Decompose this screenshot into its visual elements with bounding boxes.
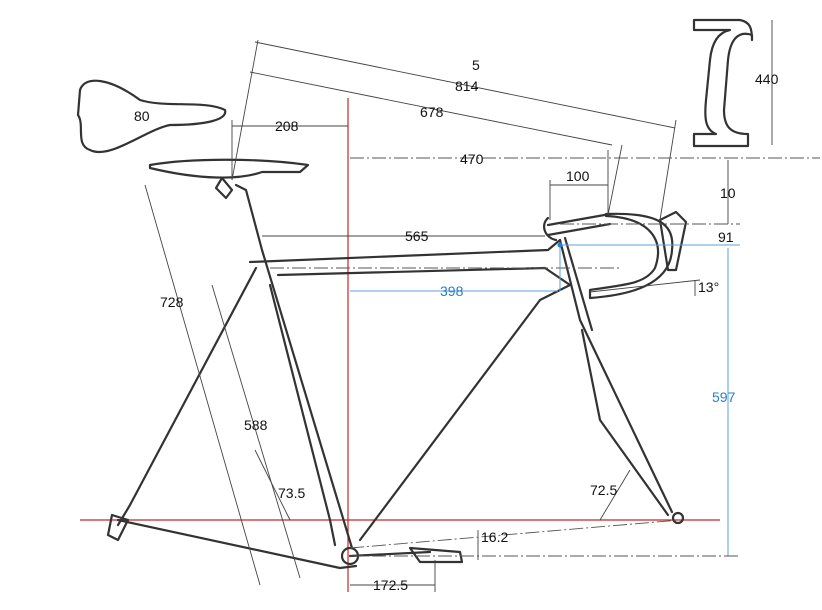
stem bbox=[543, 212, 612, 242]
seat-tube-label: 588 bbox=[244, 417, 268, 433]
bike-frame bbox=[76, 18, 754, 570]
dimension-lines bbox=[144, 20, 820, 592]
saddle-side bbox=[148, 158, 310, 179]
seat-tube bbox=[234, 183, 354, 550]
frame-stack-label: 597 bbox=[712, 389, 736, 405]
seat-angle-label: 73.5 bbox=[278, 485, 305, 501]
saddle-height-label: 728 bbox=[160, 294, 184, 310]
fork-front bbox=[558, 238, 674, 514]
saddle-setback-label: 208 bbox=[275, 118, 299, 134]
saddle-top bbox=[76, 79, 227, 153]
frame-reach-label: 398 bbox=[440, 283, 464, 299]
seat-stay bbox=[116, 266, 258, 527]
brake-hood bbox=[658, 210, 688, 272]
fork-back bbox=[580, 328, 670, 517]
head-angle-label: 72.5 bbox=[590, 482, 617, 498]
bb-drop-label: 16.2 bbox=[481, 529, 508, 545]
drop-angle-label: 13° bbox=[698, 279, 719, 295]
crank-arm bbox=[348, 550, 432, 558]
drop-bar bbox=[588, 212, 674, 300]
front-axle bbox=[671, 511, 685, 525]
chain-stay bbox=[116, 518, 358, 570]
handlebar-front-view bbox=[692, 18, 754, 148]
reach-horizontal-label: 470 bbox=[460, 151, 484, 167]
stem-length-label: 100 bbox=[566, 168, 590, 184]
top-tube-label: 565 bbox=[405, 228, 429, 244]
stack-offset-label: 5 bbox=[472, 57, 480, 73]
down-tube bbox=[276, 266, 572, 542]
rear-dropout bbox=[106, 513, 130, 542]
pedal bbox=[408, 546, 464, 564]
bar-width-label: 440 bbox=[755, 71, 779, 87]
top-tube bbox=[248, 238, 562, 264]
saddle-width-label: 80 bbox=[134, 108, 150, 124]
spacer-label: 10 bbox=[720, 185, 736, 201]
reach-saddle-hood-label: 678 bbox=[420, 104, 444, 120]
head-tube bbox=[563, 236, 594, 332]
crank-length-label: 172.5 bbox=[373, 577, 408, 593]
reach-total-label: 814 bbox=[455, 78, 479, 94]
seat-clamp bbox=[214, 176, 234, 200]
seat-stay-inner bbox=[268, 283, 337, 547]
head-height-label: 91 bbox=[718, 229, 734, 245]
